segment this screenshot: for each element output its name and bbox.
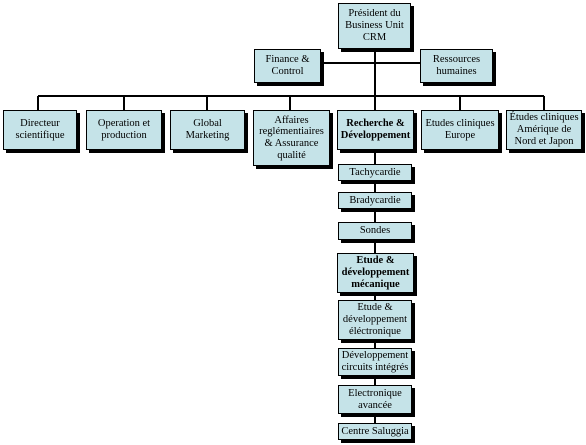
org-node-tachycardie: Tachycardie (338, 164, 412, 181)
org-node-label: Global Marketing (185, 118, 230, 141)
org-node-label: Etude & développement mécanique (341, 255, 410, 290)
org-node-label: Affaires reglémentiaires & Assurance qua… (259, 114, 324, 161)
org-node-label: Études cliniques Amérique de Nord et Jap… (509, 112, 579, 147)
org-node-recherche-developpement: Recherche & Développement (337, 110, 414, 150)
org-node-global-marketing: Global Marketing (170, 110, 245, 150)
org-node-sondes: Sondes (338, 222, 412, 240)
org-node-label: Recherche & Développement (340, 118, 411, 141)
org-node-etudes-cliniques-amerique-japon: Études cliniques Amérique de Nord et Jap… (506, 110, 582, 150)
org-node-president: Président du Business Unit CRM (338, 3, 411, 49)
org-node-label: Electronique avancée (348, 387, 402, 411)
org-node-label: Finance & Control (265, 54, 310, 77)
org-node-label: Bradycardie (349, 194, 401, 206)
org-node-affaires-reglementaires: Affaires reglémentiaires & Assurance qua… (253, 110, 330, 166)
org-node-label: Ressources humaines (432, 54, 481, 77)
org-node-label: Operation et production (97, 118, 151, 141)
org-node-label: Directeur scientifique (15, 118, 65, 141)
org-node-finance-control: Finance & Control (254, 49, 321, 83)
org-node-ressources-humaines: Ressources humaines (420, 49, 493, 83)
org-node-label: Tachycardie (349, 166, 401, 178)
org-node-label: Développement circuits intégrés (341, 350, 409, 373)
org-node-circuits-integres: Développement circuits intégrés (338, 348, 412, 376)
org-node-label: Etude & développement éléctronique (342, 302, 408, 337)
org-node-label: Etudes cliniques Europe (425, 118, 495, 141)
org-node-etudes-cliniques-europe: Etudes cliniques Europe (421, 110, 499, 150)
org-node-etude-dev-mecanique: Etude & développement mécanique (337, 253, 414, 293)
org-node-centre-saluggia: Centre Saluggia (338, 423, 412, 440)
org-node-directeur-scientifique: Directeur scientifique (3, 110, 77, 150)
org-node-bradycardie: Bradycardie (338, 192, 412, 209)
org-node-label: Centre Saluggia (341, 425, 409, 437)
org-node-label: Président du Business Unit CRM (345, 8, 404, 43)
org-node-electronique-avancee: Electronique avancée (338, 385, 412, 414)
org-node-label: Sondes (359, 225, 391, 237)
org-node-etude-dev-electronique: Etude & développement éléctronique (338, 300, 412, 340)
org-node-operation-production: Operation et production (86, 110, 162, 150)
